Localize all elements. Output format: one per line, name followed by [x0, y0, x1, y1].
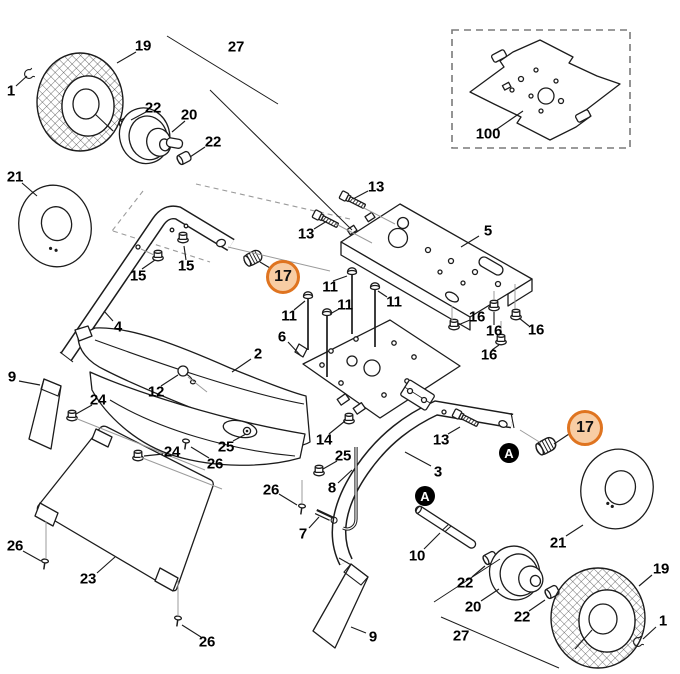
- alignment-lines: [45, 206, 542, 616]
- leader-lines: [15, 51, 657, 640]
- kit-bracket-lines: [166, 35, 560, 669]
- part-19-wheel: [550, 567, 646, 669]
- part-12-plug: [177, 365, 197, 385]
- part-10-axle: [414, 505, 477, 549]
- part-20-hub: [488, 545, 544, 601]
- construction-dashed-lines: [111, 183, 351, 263]
- part-23-panel: [34, 425, 214, 592]
- part-21-rim-disc: [18, 184, 92, 268]
- part-21-rim-disc: [580, 448, 654, 530]
- part-100-baseplate: [469, 39, 621, 141]
- part-5-plate: [340, 203, 533, 331]
- part-6-plate: [294, 319, 461, 419]
- part-25-deflector: [89, 371, 306, 466]
- part-8-rod: [342, 447, 358, 531]
- part-22-bushing: [175, 149, 193, 167]
- part-9-foot-bottom: [312, 563, 369, 649]
- part-7-pin: [314, 508, 338, 524]
- kit-100-dashed-box: [451, 29, 631, 149]
- part-17-cap: [533, 434, 559, 458]
- screws-11: [302, 267, 381, 377]
- part-19-wheel: [36, 52, 124, 152]
- part-4-handle-tube: [59, 205, 235, 363]
- part-3-frame-tube: [331, 379, 515, 567]
- part-9-foot-left: [28, 378, 62, 450]
- bolt-13-top-b: [311, 209, 341, 230]
- part-20-hub: [118, 107, 184, 165]
